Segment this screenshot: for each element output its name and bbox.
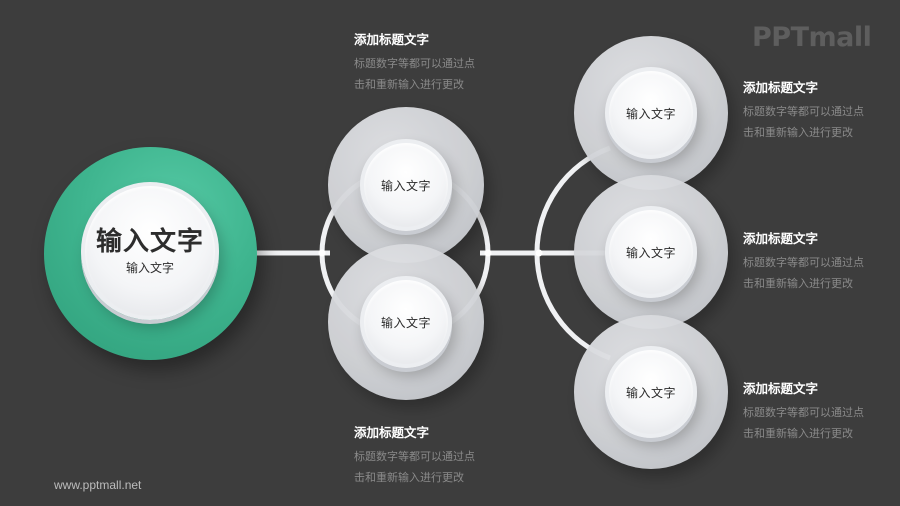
level1-node-label: 输入文字 [380,315,431,330]
text-block-body-line: 击和重新输入进行更改 [354,471,464,484]
text-block-right-2: 添加标题文字 标题数字等都可以通过点 击和重新输入进行更改 [743,230,883,294]
text-block-body-line: 击和重新输入进行更改 [354,78,464,91]
level1-node-knob[interactable]: 输入文字 [360,276,452,368]
level2-node-label: 输入文字 [625,385,676,400]
text-block-body-line: 标题数字等都可以通过点 [354,450,475,463]
brand-logo: PPTmall [752,22,872,53]
level2-node-knob[interactable]: 输入文字 [605,206,697,298]
level2-node-label: 输入文字 [625,106,676,121]
level2-node-knob[interactable]: 输入文字 [605,67,697,159]
junction-dot [318,249,326,257]
text-block-title: 添加标题文字 [743,80,819,95]
text-block-title: 添加标题文字 [354,425,430,440]
text-block-title: 添加标题文字 [743,381,819,396]
junction-dot [535,249,543,257]
junction-dot [484,249,492,257]
level2-node-knob[interactable]: 输入文字 [605,346,697,438]
root-sub-label: 输入文字 [125,260,174,275]
text-block-body-line: 标题数字等都可以通过点 [743,406,864,419]
root-node-knob[interactable]: 输入文字 输入文字 [81,182,219,320]
text-block-body-line: 击和重新输入进行更改 [743,427,853,440]
text-block-right-3: 添加标题文字 标题数字等都可以通过点 击和重新输入进行更改 [743,380,883,444]
level2-node-label: 输入文字 [625,245,676,260]
level1-node-label: 输入文字 [380,178,431,193]
text-block-mid-bottom: 添加标题文字 标题数字等都可以通过点 击和重新输入进行更改 [354,424,494,488]
text-block-right-1: 添加标题文字 标题数字等都可以通过点 击和重新输入进行更改 [743,79,883,143]
text-block-body-line: 标题数字等都可以通过点 [743,105,864,118]
level1-node-knob[interactable]: 输入文字 [360,139,452,231]
text-block-body-line: 击和重新输入进行更改 [743,126,853,139]
text-block-body-line: 标题数字等都可以通过点 [354,57,475,70]
root-main-label: 输入文字 [95,226,204,257]
text-block-body-line: 击和重新输入进行更改 [743,277,853,290]
footer-url-link[interactable]: www.pptmall.net [54,478,142,492]
text-block-title: 添加标题文字 [743,231,819,246]
text-block-body-line: 标题数字等都可以通过点 [743,256,864,269]
text-block-mid-top: 添加标题文字 标题数字等都可以通过点 击和重新输入进行更改 [354,31,494,95]
text-block-title: 添加标题文字 [354,32,430,47]
